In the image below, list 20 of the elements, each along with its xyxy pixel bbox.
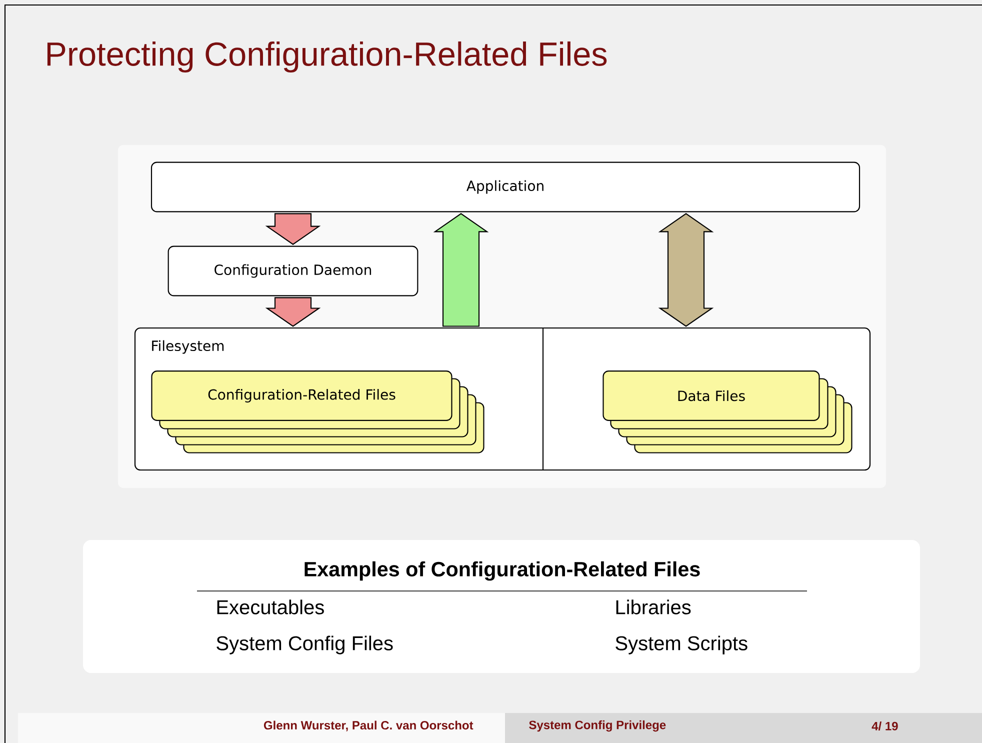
file-stack: Configuration-Related Files <box>151 370 484 454</box>
label: System Config Files <box>216 636 393 654</box>
process-box: Configuration Daemon <box>168 246 418 296</box>
block-arrow <box>433 213 489 327</box>
label: System Config Privilege <box>529 720 666 732</box>
block-arrow <box>265 213 321 245</box>
footer-bar: Glenn Wurster, Paul C. van Oorschot System Config Privilege 4/ 19 <box>18 713 982 743</box>
label: Libraries <box>616 600 691 614</box>
label: Glenn Wurster, Paul C. van Oorschot <box>264 720 474 732</box>
node-label: Configuration-Related Files <box>208 388 396 403</box>
label: Executables <box>217 600 324 614</box>
file-stack: Data Files <box>602 370 852 454</box>
block-arrow <box>265 297 321 327</box>
examples-table: Examples of Configuration-Related Files Executables Libraries System Config Files System Scripts <box>83 540 920 673</box>
block-arrow <box>658 213 714 327</box>
slide-title: Protecting Configuration-Related Files <box>47 41 607 73</box>
label: System Scripts <box>616 636 748 654</box>
label: 4/ 19 <box>872 722 898 730</box>
label: Examples of Configuration-Related Files <box>304 561 700 581</box>
process-box: Application <box>150 162 860 212</box>
